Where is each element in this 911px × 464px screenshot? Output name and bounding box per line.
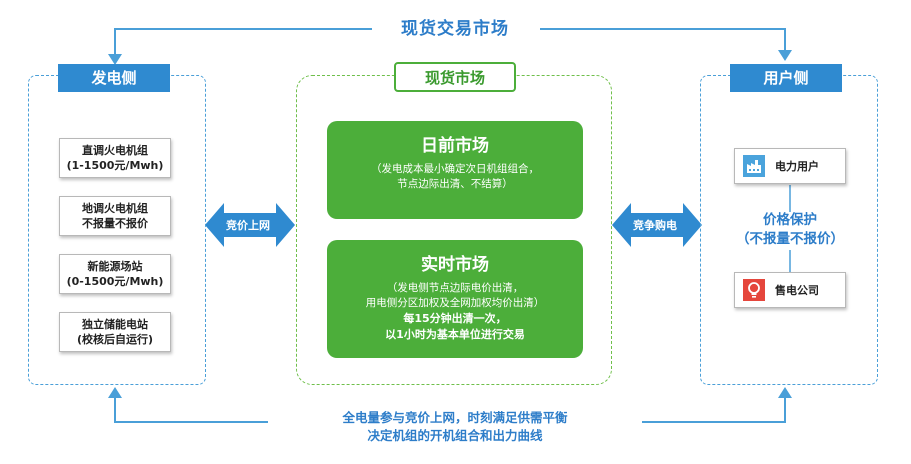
top-line-left <box>114 28 372 60</box>
bottom-arrowhead-right <box>778 387 792 398</box>
gen-unit-name: 地调火电机组 <box>82 202 148 215</box>
top-arrowhead-right <box>778 50 792 61</box>
gen-unit-renewable: 新能源场站 (0-1500元/Mwh) <box>59 254 171 294</box>
spot-market-header: 现货市场 <box>394 62 516 92</box>
power-user-box: 电力用户 <box>734 148 846 184</box>
gen-unit-note: 不报量不报价 <box>82 217 148 230</box>
top-label: 现货交易市场 <box>401 19 509 39</box>
gen-unit-name: 新能源场站 <box>87 260 143 273</box>
day-ahead-market: 日前市场 （发电成本最小确定次日机组组合， 节点边际出清、不结算） <box>327 121 583 219</box>
bid-arrow-label: 竞价上网 <box>226 219 270 232</box>
bottom-label: 全电量参与竞价上网，时刻满足供需平衡 决定机组的开机组合和出力曲线 <box>270 409 640 445</box>
day-ahead-desc-1: （发电成本最小确定次日机组组合， <box>371 163 539 175</box>
real-time-desc-1: （发电侧节点边际电价出清， <box>386 282 524 294</box>
bid-double-arrow <box>205 203 295 247</box>
gen-unit-local-thermal: 地调火电机组 不报量不报价 <box>59 196 171 236</box>
price-protection-title: 价格保护 <box>763 212 817 228</box>
gen-unit-note: (1-1500元/Mwh) <box>66 159 164 172</box>
bottom-label-line2: 决定机组的开机组合和出力曲线 <box>367 428 543 443</box>
retail-company-label: 售电公司 <box>775 284 819 297</box>
day-ahead-title: 日前市场 <box>421 136 489 156</box>
power-user-label: 电力用户 <box>775 160 819 173</box>
bottom-arrowhead-left <box>108 387 122 398</box>
generation-side-header: 发电侧 <box>58 64 170 92</box>
bottom-line-right <box>642 394 786 423</box>
real-time-title: 实时市场 <box>421 255 489 275</box>
purchase-arrow-label: 竞争购电 <box>633 219 677 232</box>
real-time-desc-2: 用电侧分区加权及全网加权均价出清） <box>365 297 545 309</box>
retail-company-box: 售电公司 <box>734 272 846 308</box>
user-side-header: 用户侧 <box>730 64 842 92</box>
price-protection-note: （不报量不报价） <box>736 231 844 247</box>
purchase-double-arrow <box>612 203 702 247</box>
real-time-desc-3: 每15分钟出清一次， <box>403 312 507 325</box>
bottom-label-line1: 全电量参与竞价上网，时刻满足供需平衡 <box>342 410 568 425</box>
gen-unit-name: 直调火电机组 <box>82 144 148 157</box>
gen-unit-direct-thermal: 直调火电机组 (1-1500元/Mwh) <box>59 138 171 178</box>
gen-unit-note: (校核后自运行) <box>76 333 154 346</box>
top-line-right <box>540 28 786 56</box>
factory-icon <box>743 155 765 177</box>
day-ahead-desc-2: 节点边际出清、不结算） <box>397 178 513 190</box>
gen-unit-note: (0-1500元/Mwh) <box>66 275 164 288</box>
real-time-market: 实时市场 （发电侧节点边际电价出清， 用电侧分区加权及全网加权均价出清） 每15… <box>327 240 583 358</box>
price-protection: 价格保护 （不报量不报价） <box>730 211 850 249</box>
real-time-desc-4: 以1小时为基本单位进行交易 <box>385 328 525 341</box>
bottom-line-left <box>114 392 268 423</box>
top-arrowhead-left <box>108 54 122 65</box>
lightbulb-icon <box>743 279 765 301</box>
gen-unit-storage: 独立储能电站 (校核后自运行) <box>59 312 171 352</box>
gen-unit-name: 独立储能电站 <box>82 318 148 331</box>
